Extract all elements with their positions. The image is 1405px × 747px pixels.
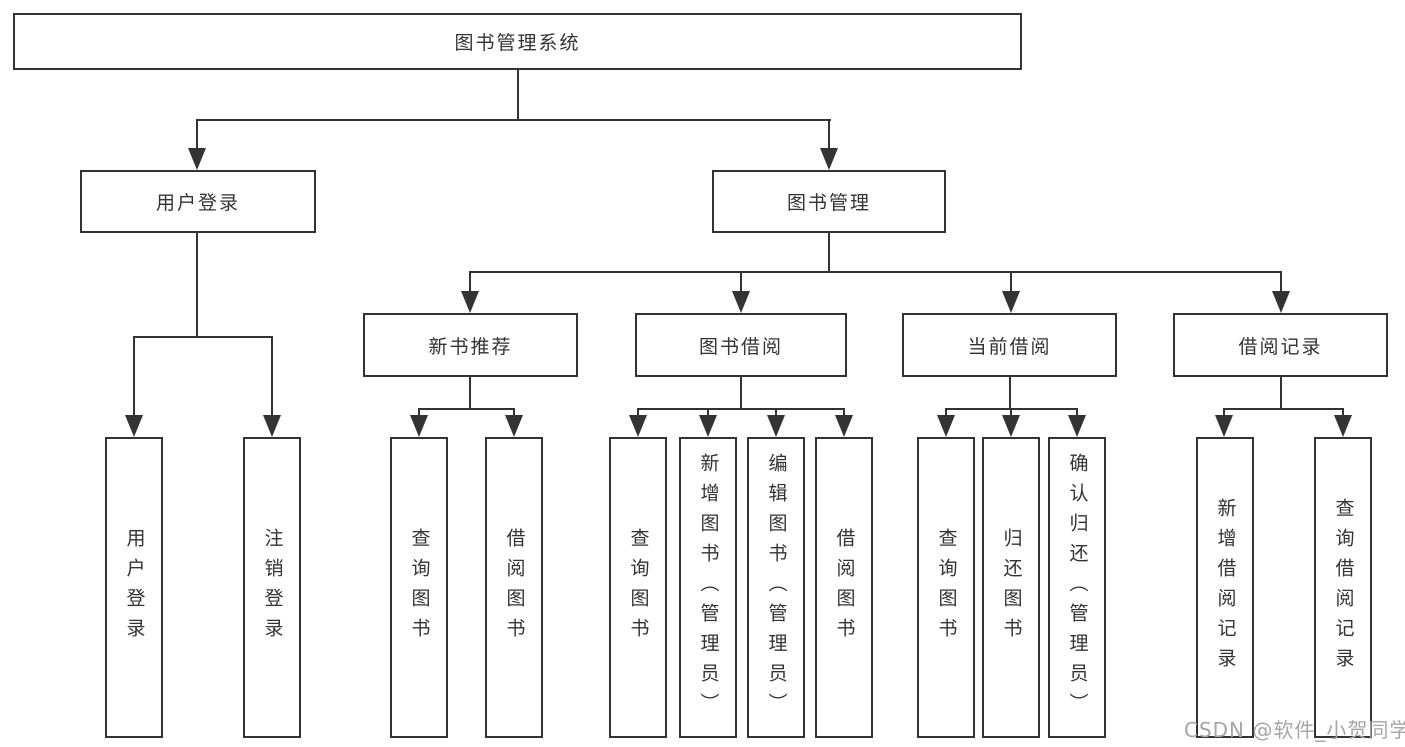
connector-line	[271, 336, 273, 419]
leaf-edit-book-admin: 编辑图书（管理员）	[747, 437, 805, 738]
connector-line	[517, 69, 519, 121]
node-label: 借阅记录	[1238, 335, 1323, 358]
connector-line	[1280, 377, 1282, 410]
leaf-add-borrow-record: 新增借阅记录	[1196, 437, 1254, 738]
connector-line	[196, 119, 198, 152]
connector-line	[418, 408, 420, 420]
connector-line	[945, 408, 947, 420]
node-library-management-system: 图书管理系统	[13, 13, 1022, 70]
leaf-return-book: 归还图书	[982, 437, 1040, 738]
leaf-label: 归还图书	[1000, 527, 1023, 648]
leaf-label: 查询图书	[627, 527, 650, 648]
leaf-borrow-books-recommend: 借阅图书	[485, 437, 543, 738]
arrowhead-down-icon	[1068, 415, 1086, 437]
node-label: 图书借阅	[698, 335, 783, 358]
connector-line	[469, 271, 471, 295]
leaf-confirm-return-admin: 确认归还（管理员）	[1048, 437, 1106, 738]
connector-line	[740, 377, 742, 410]
arrowhead-down-icon	[835, 415, 853, 437]
connector-line	[828, 233, 830, 273]
arrowhead-down-icon	[1002, 291, 1020, 313]
connector-line	[1223, 408, 1344, 410]
node-book-borrowing: 图书借阅	[635, 313, 847, 377]
leaf-label: 注销登录	[261, 527, 284, 648]
connector-line	[740, 271, 742, 295]
leaf-label: 查询借阅记录	[1332, 497, 1355, 678]
connector-line	[133, 336, 273, 338]
connector-line	[1010, 408, 1012, 420]
connector-line	[196, 119, 831, 121]
csdn-watermark: CSDN @软件_小贺同学	[1184, 718, 1405, 742]
node-current-borrowing: 当前借阅	[902, 313, 1117, 377]
connector-line	[1223, 408, 1225, 420]
connector-line	[133, 336, 135, 419]
leaf-label: 用户登录	[123, 527, 146, 648]
leaf-query-borrow-record: 查询借阅记录	[1314, 437, 1372, 738]
arrowhead-down-icon	[125, 415, 143, 437]
connector-line	[469, 271, 1282, 273]
leaf-label: 查询图书	[935, 527, 958, 648]
arrowhead-down-icon	[461, 291, 479, 313]
connector-line	[828, 119, 830, 152]
node-borrowing-records: 借阅记录	[1173, 313, 1388, 377]
arrowhead-down-icon	[505, 415, 523, 437]
connector-line	[513, 408, 515, 420]
leaf-borrow-books: 借阅图书	[815, 437, 873, 738]
arrowhead-down-icon	[767, 415, 785, 437]
node-label: 当前借阅	[967, 335, 1052, 358]
connector-line	[637, 408, 639, 420]
leaf-label: 新增借阅记录	[1214, 497, 1237, 678]
connector-line	[843, 408, 845, 420]
arrowhead-down-icon	[1272, 291, 1290, 313]
arrowhead-down-icon	[732, 291, 750, 313]
arrowhead-down-icon	[820, 148, 838, 170]
node-label: 图书管理	[786, 192, 871, 214]
leaf-label: 新增图书（管理员）	[697, 452, 720, 723]
leaf-query-books-borrow: 查询图书	[609, 437, 667, 738]
arrowhead-down-icon	[263, 415, 281, 437]
node-label: 新书推荐	[428, 335, 513, 358]
connector-line	[418, 408, 515, 410]
arrowhead-down-icon	[1002, 415, 1020, 437]
node-user-login: 用户登录	[80, 170, 316, 233]
connector-line	[775, 408, 777, 420]
connector-line	[707, 408, 709, 420]
node-book-management: 图书管理	[712, 170, 946, 233]
arrowhead-down-icon	[699, 415, 717, 437]
arrowhead-down-icon	[937, 415, 955, 437]
leaf-logout: 注销登录	[243, 437, 301, 738]
connector-line	[1280, 271, 1282, 295]
connector-line	[1342, 408, 1344, 420]
node-label: 图书管理系统	[454, 32, 581, 54]
connector-line	[1076, 408, 1078, 420]
arrowhead-down-icon	[629, 415, 647, 437]
connector-line	[469, 377, 471, 410]
leaf-label: 查询图书	[408, 527, 431, 648]
connector-line	[1009, 377, 1011, 410]
connector-line	[196, 233, 198, 338]
leaf-label: 确认归还（管理员）	[1066, 452, 1089, 723]
leaf-label: 编辑图书（管理员）	[765, 452, 788, 723]
node-label: 用户登录	[155, 192, 240, 214]
arrowhead-down-icon	[410, 415, 428, 437]
arrowhead-down-icon	[188, 148, 206, 170]
leaf-label: 借阅图书	[503, 527, 526, 648]
leaf-user-login: 用户登录	[105, 437, 163, 738]
arrowhead-down-icon	[1215, 415, 1233, 437]
leaf-add-book-admin: 新增图书（管理员）	[679, 437, 737, 738]
node-new-book-recommendation: 新书推荐	[363, 313, 578, 377]
connector-line	[1010, 271, 1012, 295]
leaf-label: 借阅图书	[833, 527, 856, 648]
leaf-query-books-current: 查询图书	[917, 437, 975, 738]
arrowhead-down-icon	[1334, 415, 1352, 437]
connector-line	[637, 408, 845, 410]
leaf-query-books-recommend: 查询图书	[390, 437, 448, 738]
